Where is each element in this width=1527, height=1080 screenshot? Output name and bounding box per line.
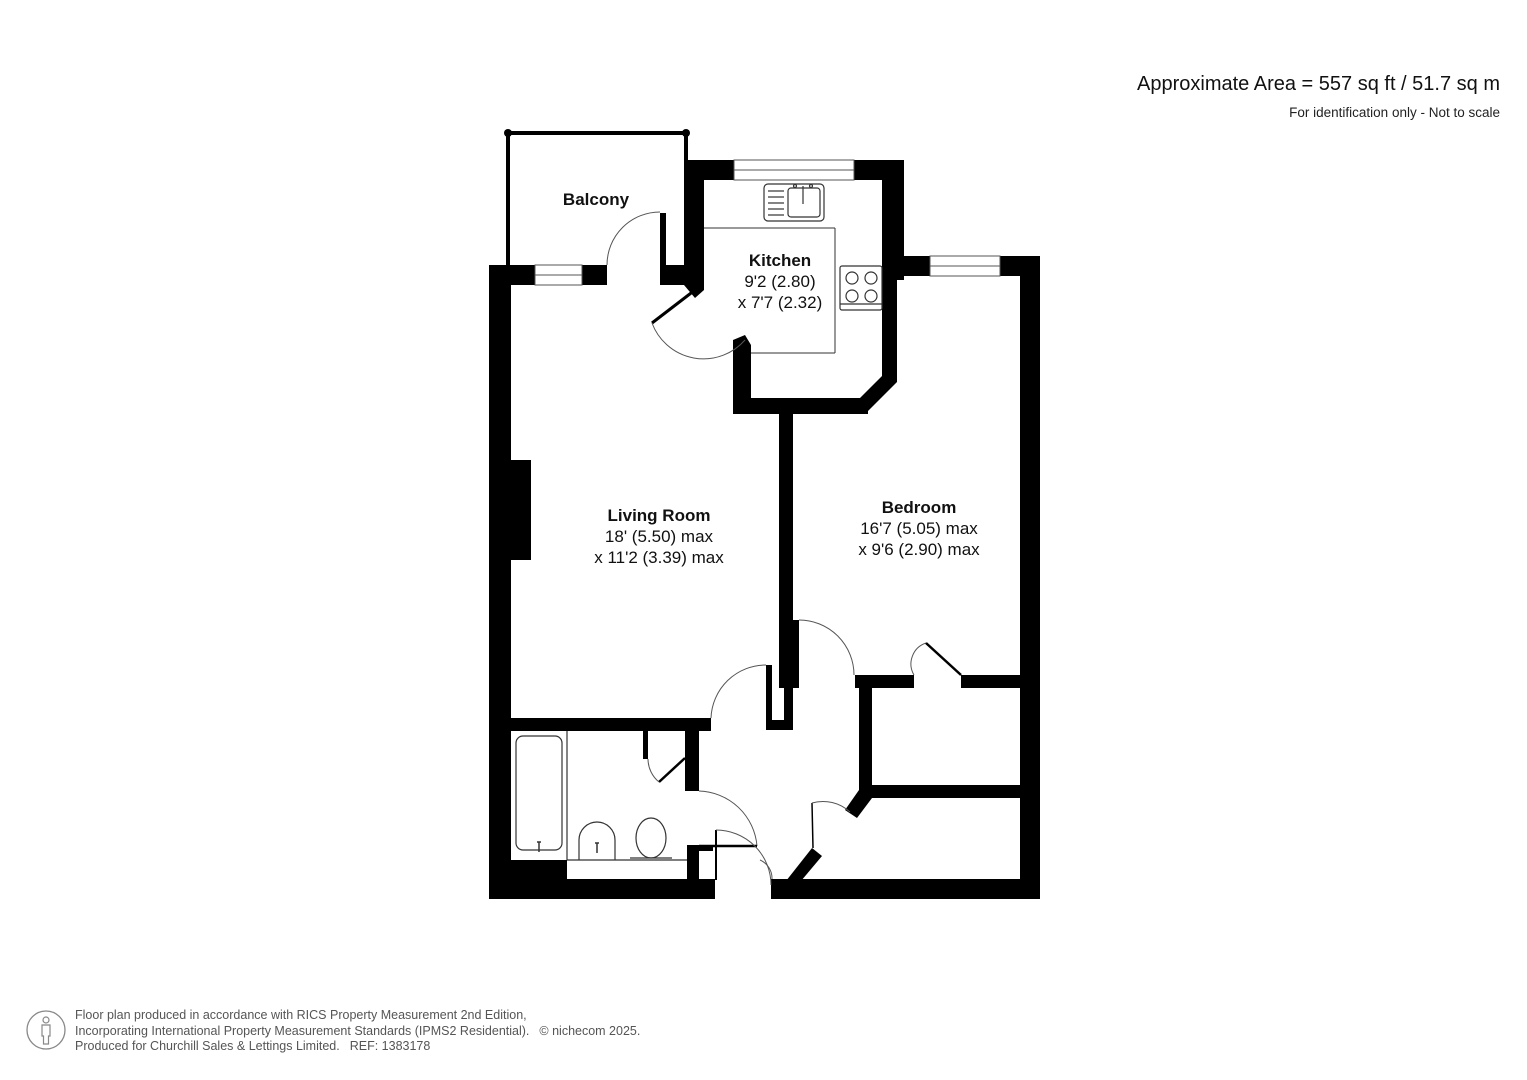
sink-icon [763, 183, 825, 222]
balcony-label: Balcony [563, 190, 630, 209]
bathtub-icon [515, 735, 563, 851]
reference-number: REF: 1383178 [349, 1039, 431, 1053]
balcony-post-right [682, 129, 690, 137]
living-room-dim-1: 18' (5.50) max [605, 527, 714, 546]
bathroom-fixtures [515, 731, 687, 861]
bedroom-dim-2: x 9'6 (2.90) max [858, 540, 980, 559]
footer-line-2: Incorporating International Property Mea… [75, 1023, 530, 1038]
basin-icon [578, 821, 616, 860]
kitchen-counter [704, 227, 836, 354]
person-in-circle-icon [26, 1010, 66, 1050]
footer-line-3: Produced for Churchill Sales & Lettings … [75, 1039, 340, 1053]
scale-disclaimer: For identification only - Not to scale [1289, 105, 1500, 120]
kitchen-label: Kitchen [749, 251, 811, 270]
balcony-outline [506, 131, 688, 266]
doors [606, 211, 962, 886]
kitchen-dim-2: x 7'7 (2.32) [738, 293, 823, 312]
copyright: © nichecom 2025. [539, 1023, 641, 1038]
living-room-label: Living Room [608, 506, 711, 525]
kitchen-dim-1: 9'2 (2.80) [744, 272, 815, 291]
bedroom-label: Bedroom [882, 498, 957, 517]
balcony-post-left [504, 129, 512, 137]
toilet-icon [635, 817, 667, 859]
footer: Floor plan produced in accordance with R… [26, 1008, 640, 1055]
footer-line-1: Floor plan produced in accordance with R… [75, 1008, 527, 1022]
windows [534, 159, 1001, 286]
walls [489, 160, 1040, 899]
approximate-area: Approximate Area = 557 sq ft / 51.7 sq m [1137, 73, 1500, 95]
hob-icon [839, 265, 883, 311]
bedroom-dim-1: 16'7 (5.05) max [860, 519, 978, 538]
living-room-dim-2: x 11'2 (3.39) max [594, 548, 724, 567]
